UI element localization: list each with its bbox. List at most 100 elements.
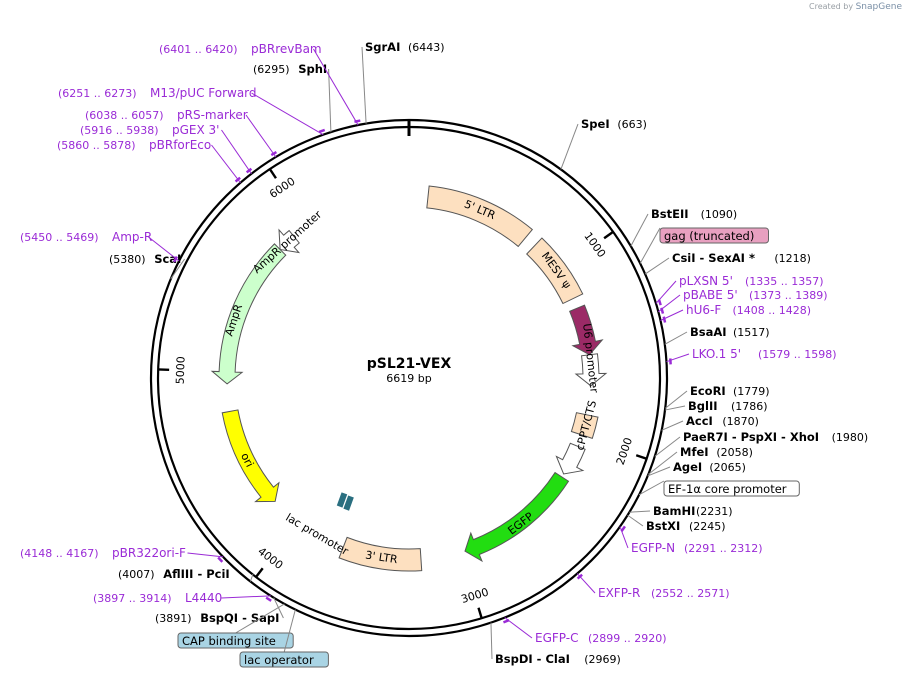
site-position: (5380)	[109, 253, 146, 266]
primer-m13-puc-forward[interactable]: (6251 .. 6273) M13/pUC Forward	[58, 86, 326, 136]
tick-label: 5000	[174, 356, 188, 384]
site-position: (6443)	[408, 41, 445, 54]
boxed-leader-line	[283, 609, 296, 653]
primer-plxsn-5[interactable]: (1335 .. 1357)pLXSN 5'	[655, 274, 824, 306]
site-agei[interactable]: AgeI(2065)	[647, 460, 746, 477]
site-name: ScaI	[154, 252, 181, 266]
site-name: AccI	[686, 414, 713, 428]
credit-text: Created by	[809, 2, 854, 11]
feature-ampr-promoter[interactable]	[278, 228, 301, 254]
site-paer7i-pspxi-xhoi[interactable]: PaeR7I - PspXI - XhoI(1980)	[654, 430, 868, 457]
site-bglii[interactable]: BglII (1786)	[664, 399, 768, 413]
site-position: (2245)	[689, 520, 726, 533]
primer-amp-r[interactable]: (5450 .. 5469)Amp-R	[20, 230, 180, 263]
feature-u6-promoter[interactable]	[569, 304, 604, 356]
site-bsteii[interactable]: BstEII (1090)	[630, 207, 738, 247]
boxed-label-bg	[659, 227, 769, 244]
site-name: EcoRI	[690, 384, 726, 398]
feature-cppt-cts[interactable]	[570, 412, 599, 440]
site-bamhi[interactable]: BamHI(2231)	[629, 504, 733, 518]
site-afliii-pcii[interactable]: AflIII - PciI(4007)	[118, 567, 254, 582]
site-name: BglII	[688, 399, 718, 413]
backbone-outer	[149, 118, 669, 638]
primer-position: (1579 .. 1598)	[758, 348, 837, 361]
feature-ef-1-core-promoter[interactable]	[555, 442, 586, 475]
site-ecori[interactable]: EcoRI(1779)	[664, 384, 770, 409]
boxed-label-text: lac operator	[244, 653, 314, 667]
site-csii-sexai[interactable]: CsiI - SexAI *(1218)	[644, 251, 811, 275]
site-name: BstEII	[651, 207, 689, 221]
feature-5-ltr[interactable]	[426, 185, 533, 248]
features	[210, 185, 608, 572]
primer-prs-marker[interactable]: (6038 .. 6057)pRS-marker	[85, 108, 278, 158]
tick-label: 4000	[255, 545, 285, 572]
primer-position: (4148 .. 4167)	[20, 547, 99, 560]
primer-egfp-n[interactable]: (2291 .. 2312)EGFP-N	[619, 525, 763, 555]
snapgene-credit: Created by SnapGene	[809, 2, 902, 12]
plasmid-name: pSL21-VEX	[367, 356, 452, 372]
boxed-label-gag-truncated[interactable]: gag (truncated)	[639, 227, 769, 264]
site-bstxi[interactable]: BstXI (2245)	[627, 514, 726, 533]
boxed-label-lac-operator[interactable]: lac operator	[239, 609, 329, 668]
primer-name: M13/pUC Forward	[150, 86, 257, 100]
site-position: (2065)	[709, 461, 746, 474]
site-acci[interactable]: AccI(1870)	[661, 414, 759, 431]
plasmid-size: 6619 bp	[386, 372, 431, 385]
feature-3-ltr[interactable]	[338, 536, 423, 572]
site-leader-line	[647, 466, 671, 477]
boxed-label-ef-1-core-promoter[interactable]: EF-1α core promoter	[638, 480, 800, 497]
primer-position: (2899 .. 2920)	[588, 632, 667, 645]
site-leader-line	[654, 436, 681, 457]
primer-position: (2291 .. 2312)	[684, 542, 763, 555]
tick-label: 6000	[267, 175, 298, 201]
primer-name: EGFP-C	[535, 631, 578, 645]
primer-position: (6251 .. 6273)	[58, 87, 137, 100]
feature-egfp[interactable]	[464, 471, 570, 563]
site-leader-line	[648, 451, 678, 475]
site-sgrai[interactable]: SgrAI(6443)	[361, 40, 445, 124]
site-name: MfeI	[680, 445, 709, 459]
primer-leader-line	[666, 353, 690, 363]
primer-l4440[interactable]: (3897 .. 3914)L4440	[93, 591, 272, 605]
site-bspdi-clai[interactable]: BspDI - ClaI(2969)	[490, 622, 621, 666]
site-spei[interactable]: SpeI(663)	[560, 117, 647, 170]
site-name: BamHI	[653, 504, 695, 518]
site-bspqi-sapi[interactable]: BspQI - SapI(3891)	[155, 597, 284, 625]
site-scai[interactable]: ScaI (5380)	[109, 252, 186, 280]
primer-pbrrevbam[interactable]: (6401 .. 6420)pBRrevBam	[159, 42, 361, 126]
primer-bar	[354, 119, 361, 123]
tick-mark	[635, 454, 648, 460]
feature-ampr[interactable]	[210, 243, 287, 385]
site-position: (3891)	[155, 612, 192, 625]
site-sphi[interactable]: SphI(6295)	[253, 62, 332, 133]
site-leader-line	[170, 258, 186, 280]
primer-leader-line	[619, 526, 629, 549]
primer-hu6-f[interactable]: (1408 .. 1428)hU6-F	[660, 303, 812, 323]
site-position: (1090)	[701, 208, 738, 221]
site-leader-line	[664, 390, 688, 409]
site-leader-line	[644, 257, 670, 275]
site-position: (1786)	[731, 400, 768, 413]
site-bsaai[interactable]: BsaAI(1517)	[664, 325, 770, 345]
feature-mesv[interactable]	[526, 237, 584, 305]
primer-exfp-r[interactable]: (2552 .. 2571)EXFP-R	[576, 573, 730, 600]
primer-pgex-3[interactable]: (5916 .. 5938)pGEX 3'	[80, 123, 253, 174]
primer-egfp-c[interactable]: (2899 .. 2920) EGFP-C	[502, 617, 667, 645]
feature-ori[interactable]	[221, 409, 280, 503]
site-name: BstXI	[646, 519, 680, 533]
primer-pbabe-5[interactable]: (1373 .. 1389)pBABE 5'	[658, 288, 828, 314]
site-mfei[interactable]: MfeI(2058)	[648, 445, 753, 475]
feature-u6-promoter-outline[interactable]	[574, 353, 608, 387]
boxed-label-cap-binding-site[interactable]: CAP binding site	[177, 603, 294, 649]
site-name: BspDI - ClaI	[495, 652, 570, 666]
primer-bar	[217, 556, 224, 563]
primer-pbr322ori-f[interactable]: (4148 .. 4167)pBR322ori-F	[20, 546, 224, 563]
primer-bar	[318, 128, 326, 134]
primer-lko-1-5[interactable]: (1579 .. 1598)LKO.1 5'	[666, 347, 837, 365]
primer-leader-line	[576, 573, 596, 594]
primer-name: EXFP-R	[598, 586, 640, 600]
primer-position: (1408 .. 1428)	[733, 304, 812, 317]
primer-pbrforeco[interactable]: (5860 .. 5878)pBRforEco	[57, 138, 241, 183]
